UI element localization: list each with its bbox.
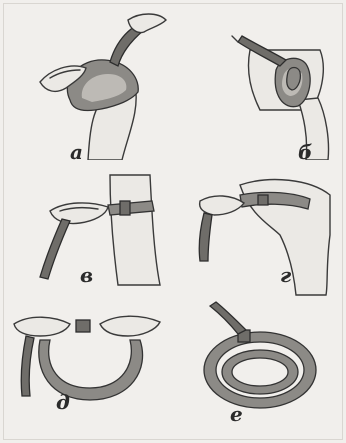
- panel-b-label: б: [298, 142, 312, 162]
- panel-b-drawing: [180, 10, 340, 160]
- panel-e-label: е: [230, 404, 243, 424]
- panel-d: д: [10, 300, 170, 438]
- panel-a-drawing: [10, 10, 170, 160]
- panel-a-label: а: [70, 142, 83, 162]
- panel-g-drawing: [180, 165, 340, 305]
- panel-v-label: в: [80, 265, 93, 285]
- panel-a: а: [10, 10, 170, 148]
- panel-d-drawing: [10, 300, 170, 440]
- panel-e: е: [180, 300, 340, 438]
- panel-v: в: [10, 165, 170, 303]
- panel-b: б: [180, 10, 340, 148]
- panel-g-label: г: [280, 265, 291, 285]
- panel-g: г: [180, 165, 340, 303]
- panel-d-label: д: [56, 392, 70, 412]
- panel-e-drawing: [180, 300, 340, 440]
